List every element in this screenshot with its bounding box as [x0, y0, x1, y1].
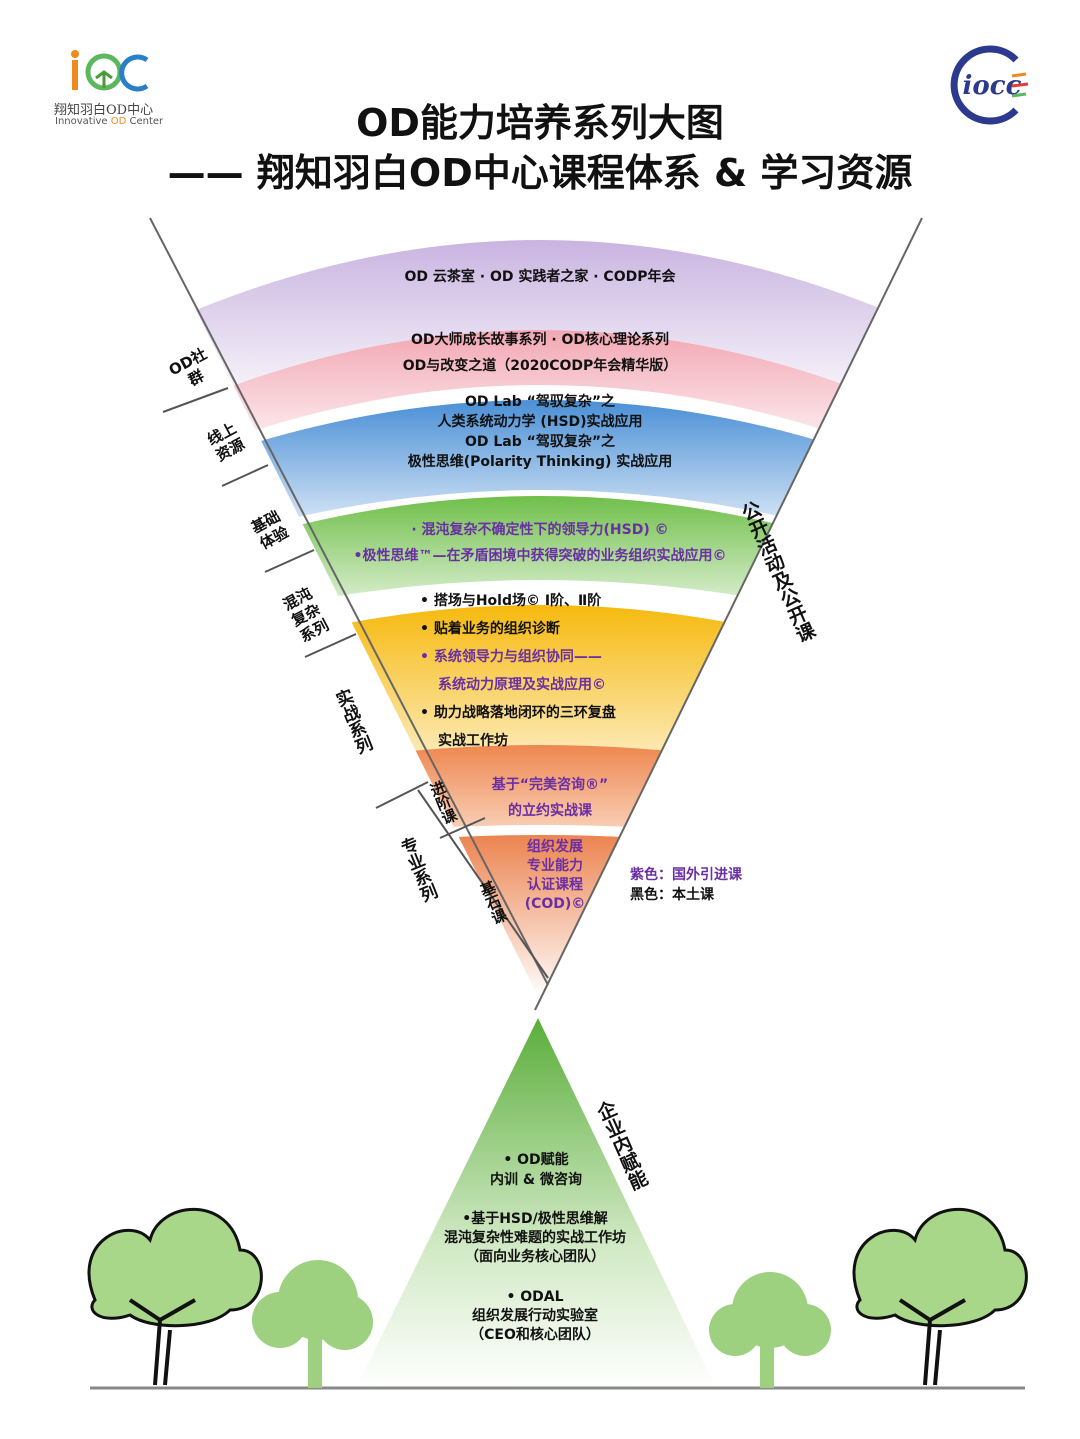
- band-online: [150, 330, 922, 470]
- ioc-logo: [71, 50, 149, 92]
- iocc-logo: iocc: [950, 45, 1029, 125]
- divider-4: [304, 633, 357, 658]
- logo-i-dot: [71, 50, 79, 58]
- tree-small-right-icon: [709, 1272, 831, 1388]
- logo-c-arc: [119, 54, 149, 92]
- pyramid: [356, 1018, 716, 1388]
- legend-purple: 紫色：国外引进课: [630, 867, 742, 883]
- logo-i-stem: [72, 60, 78, 90]
- tree-left-icon: [87, 1207, 263, 1386]
- band-online-text: OD大师成长故事系列 · OD核心理论系列 OD与改变之道（2020CODP年会…: [402, 332, 678, 374]
- page-subtitle: —— 翔知羽白OD中心课程体系 & 学习资源: [167, 151, 913, 195]
- band-basic: [150, 496, 922, 640]
- band-advanced-text: 基于“完美咨询®” 的立约实战课: [491, 777, 609, 819]
- divider-2: [221, 464, 269, 487]
- iocc-ring: [950, 45, 1019, 125]
- band-basic-text: · 混沌复杂不确定性下的领导力(HSD) © •极性思维™—在矛盾困境中获得突破…: [353, 522, 727, 564]
- pyramid-block-2: •基于HSD/极性思维解 混沌复杂性难题的实战工作坊 （面向业务核心团队）: [444, 1211, 626, 1265]
- cone-right-edge: [534, 217, 923, 1011]
- divider-5: [375, 781, 429, 809]
- iocc-accent-1: [1011, 72, 1027, 78]
- tree-right-icon: [852, 1207, 1028, 1386]
- tree-small-left-icon: [252, 1260, 373, 1388]
- page-title: OD能力培养系列大图: [356, 101, 724, 145]
- iocc-letters: iocc: [963, 71, 1022, 101]
- band-lab: [150, 400, 922, 560]
- logo-name-cn: 翔知羽白OD中心: [54, 103, 154, 118]
- logo-name-en: Innovative OD Center: [55, 116, 164, 127]
- divider-inner: [417, 789, 549, 979]
- band-lab-text: OD Lab “驾驭复杂”之 人类系统动力学 (HSD)实战应用 OD Lab …: [407, 394, 673, 470]
- iocc-accent-3: [1011, 92, 1027, 98]
- band-community: [150, 240, 922, 420]
- legend-black: 黑色：本土课: [630, 887, 714, 903]
- pyramid-block-3: • ODAL 组织发展行动实验室 （CEO和核心团队）: [470, 1289, 600, 1343]
- logo-tree-icon: [95, 70, 113, 88]
- band-community-text: OD 云茶室 · OD 实践者之家 · CODP年会: [404, 269, 676, 285]
- cone-left-edge: [149, 217, 549, 986]
- divider-1: [162, 387, 229, 413]
- iocc-accent-2: [1011, 82, 1029, 88]
- band-practice-text: • 搭场与Hold场© Ⅰ阶、Ⅱ阶 • 贴着业务的组织诊断 • 系统领导力与组织…: [420, 593, 616, 749]
- divider-3: [264, 549, 315, 573]
- band-cornerstone-text: 组织发展 专业能力 认证课程 (COD)©: [524, 839, 586, 912]
- pyramid-block-1: • OD赋能 内训 & 微咨询: [490, 1152, 582, 1188]
- divider-6: [439, 817, 486, 839]
